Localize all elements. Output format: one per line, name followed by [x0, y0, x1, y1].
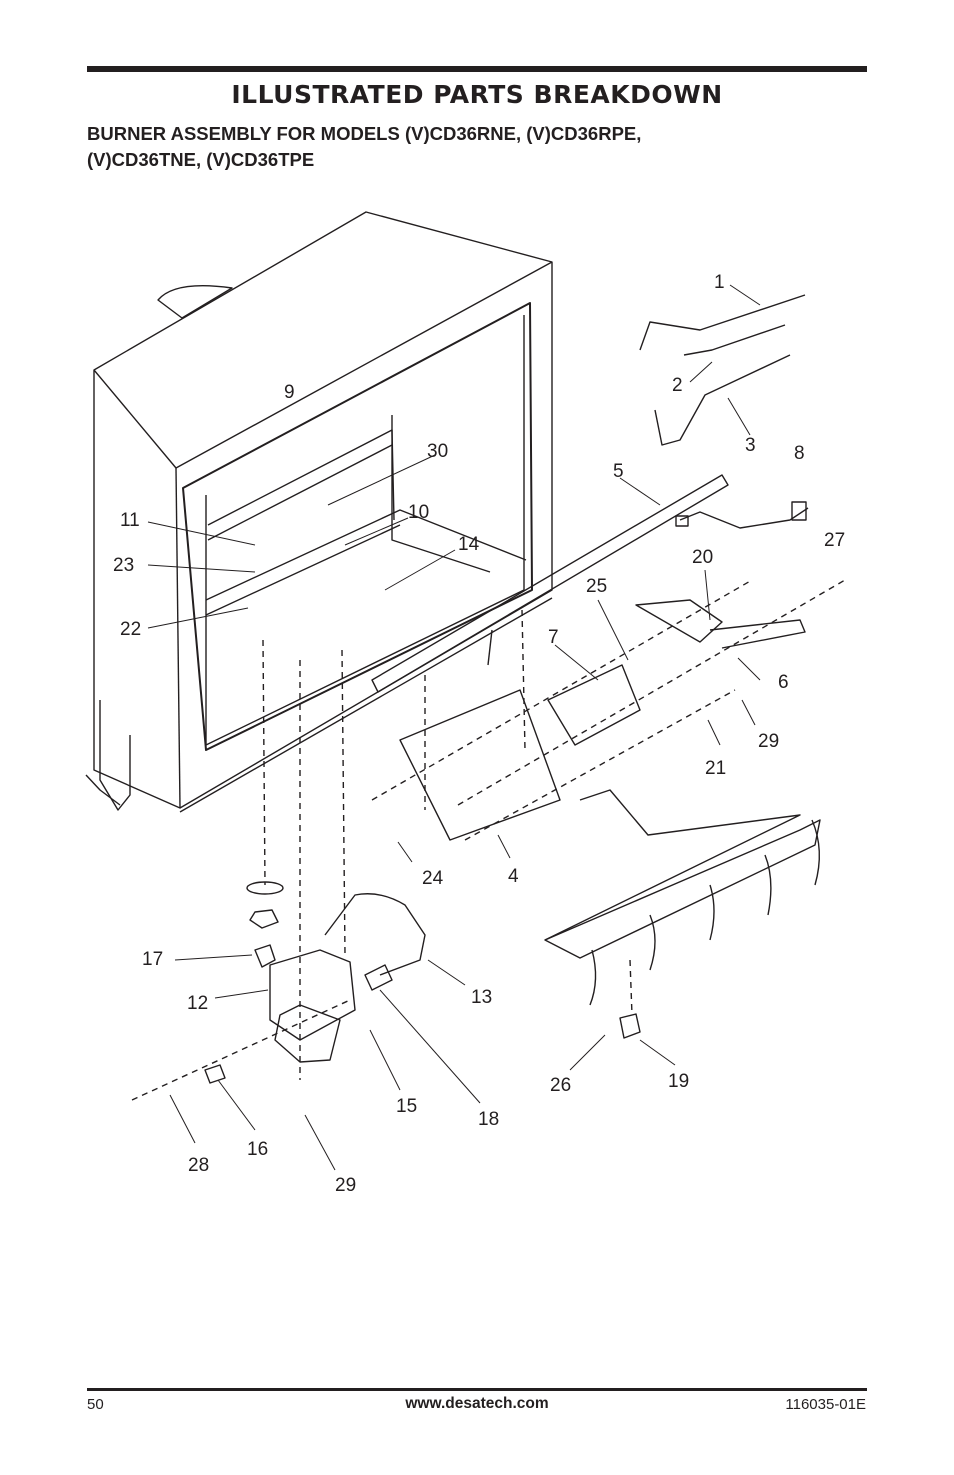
callout-26: 26: [550, 1075, 571, 1096]
callout-9: 9: [284, 382, 295, 403]
callout-29-b: 29: [335, 1175, 356, 1196]
callout-7: 7: [548, 627, 559, 648]
callout-1: 1: [714, 272, 725, 293]
callout-25: 25: [586, 576, 607, 597]
callout-5: 5: [613, 461, 624, 482]
firebox-illustration: [85, 211, 553, 813]
callout-23: 23: [113, 555, 134, 576]
subtitle-line-1: BURNER ASSEMBLY FOR MODELS (V)CD36RNE, (…: [87, 123, 642, 144]
assembly-lines: [131, 579, 846, 1101]
callout-10: 10: [408, 502, 429, 523]
callout-leaders: [147, 284, 761, 1171]
callout-12: 12: [187, 993, 208, 1014]
callout-11: 11: [120, 510, 140, 531]
callout-21: 21: [705, 758, 726, 779]
callout-30: 30: [427, 441, 448, 462]
callout-15: 15: [396, 1096, 417, 1117]
callout-2: 2: [672, 375, 683, 396]
callout-8: 8: [794, 443, 805, 464]
page-title: ILLUSTRATED PARTS BREAKDOWN: [231, 80, 723, 109]
callout-16: 16: [247, 1139, 268, 1160]
burner-parts-illustration: [371, 474, 821, 1039]
gas-valve-illustration: [204, 881, 426, 1084]
callout-4: 4: [508, 866, 519, 887]
thermopile-wire-illustration: [639, 294, 809, 529]
callout-13: 13: [471, 987, 492, 1008]
callout-labels: 1 2 3 4 5 6 7 8 9 10 11 12 13 14 15 16 1…: [113, 272, 845, 1196]
bottom-rule: [87, 1388, 867, 1391]
callout-18: 18: [478, 1109, 499, 1130]
callout-24: 24: [422, 868, 444, 889]
subtitle-line-2: (V)CD36TNE, (V)CD36TPE: [87, 149, 315, 170]
callout-22: 22: [120, 619, 141, 640]
website-link[interactable]: www.desatech.com: [405, 1395, 549, 1412]
callout-19: 19: [668, 1071, 689, 1092]
callout-29-a: 29: [758, 731, 779, 752]
top-rule: [87, 66, 867, 72]
callout-6: 6: [778, 672, 789, 693]
callout-28: 28: [188, 1155, 209, 1176]
document-number: 116035-01E: [785, 1396, 866, 1413]
callout-17: 17: [142, 949, 163, 970]
burner-assembly-diagram: 1 2 3 4 5 6 7 8 9 10 11 12 13 14 15 16 1…: [85, 211, 846, 1196]
page-subtitle: BURNER ASSEMBLY FOR MODELS (V)CD36RNE, (…: [87, 121, 807, 173]
callout-3: 3: [745, 435, 756, 456]
page-number: 50: [87, 1396, 104, 1413]
callout-27: 27: [824, 530, 845, 551]
callout-14: 14: [458, 534, 480, 555]
callout-20: 20: [692, 547, 713, 568]
